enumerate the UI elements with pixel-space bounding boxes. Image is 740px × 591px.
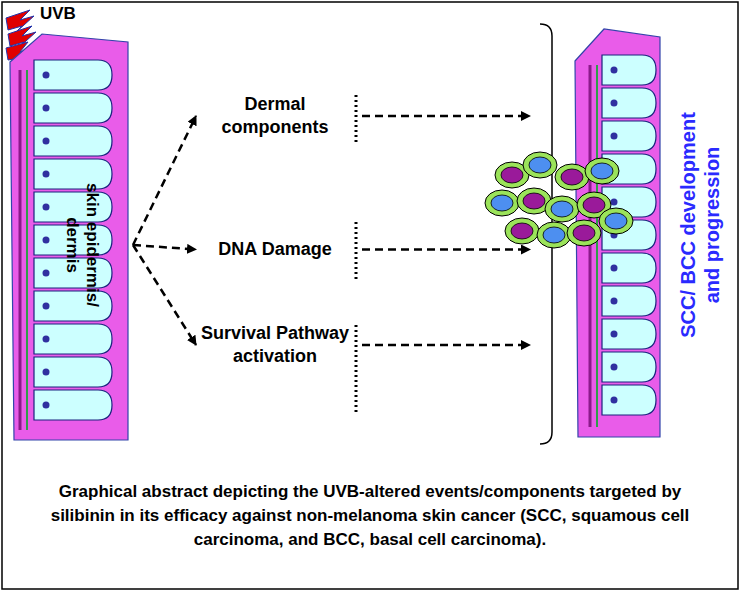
- skin-cell: [602, 385, 656, 415]
- skin-cell: [602, 253, 656, 283]
- tumor-cell: [585, 158, 619, 184]
- cell-nucleus: [43, 171, 50, 178]
- cell-nucleus: [611, 298, 618, 305]
- cell-nucleus: [43, 237, 50, 244]
- tumor-cell: [599, 208, 633, 234]
- dashed-arrow: [362, 115, 530, 118]
- cell-nucleus: [43, 303, 50, 310]
- stratum-line: [596, 65, 598, 427]
- tumor-cell: [567, 220, 601, 246]
- cell-nucleus: [611, 67, 618, 74]
- node-text: Survival Pathway activation: [200, 322, 350, 368]
- dashed-arrow: [362, 344, 530, 347]
- tumor-nucleus: [551, 201, 573, 217]
- skin-cell: [602, 319, 656, 349]
- skin-cell: [602, 121, 656, 151]
- cell-nucleus: [611, 100, 618, 107]
- cell-nucleus: [43, 72, 50, 79]
- basement-line: [589, 65, 592, 427]
- dotted-lines: [355, 95, 358, 412]
- tumor-nucleus: [491, 195, 513, 211]
- dotted-line: [355, 222, 358, 282]
- skin-cell: [34, 126, 112, 156]
- tumor-nucleus: [605, 213, 627, 229]
- uvb-label: UVB: [40, 4, 76, 24]
- dotted-line: [355, 95, 358, 142]
- dashed-arrow: [133, 245, 196, 345]
- tumor-nucleus: [511, 223, 533, 239]
- vertical-text: skin epidermis/ dermis: [62, 165, 102, 325]
- cell-nucleus: [43, 270, 50, 277]
- tumor-cell: [523, 152, 557, 178]
- cell-nucleus: [611, 364, 618, 371]
- dotted-line: [355, 325, 358, 412]
- cell-nucleus: [611, 265, 618, 272]
- node-text: Dermal components: [200, 93, 350, 139]
- cell-nucleus: [43, 204, 50, 211]
- cell-nucleus: [43, 369, 50, 376]
- skin-section: SCC/ BCC development and progression: [532, 25, 732, 440]
- tumor-cell: [545, 196, 579, 222]
- cell-nucleus: [43, 336, 50, 343]
- tumor-nucleus: [523, 193, 545, 209]
- tumor-nucleus: [501, 167, 523, 183]
- process-label: DNA Damage: [200, 238, 350, 261]
- skin-cell: [34, 60, 112, 90]
- tumor-nucleus: [583, 197, 605, 213]
- cell-nucleus: [43, 402, 50, 409]
- skin-cell: [602, 352, 656, 382]
- skin-cell: [34, 324, 112, 354]
- cell-nucleus: [43, 105, 50, 112]
- tumor-cell: [505, 218, 539, 244]
- skin-section: skin epidermis/ dermis: [10, 30, 130, 440]
- tumor-cell: [537, 222, 571, 248]
- skin-cell: [602, 286, 656, 316]
- dashed-arrow: [133, 245, 196, 250]
- process-label: Survival Pathway activation: [200, 322, 350, 368]
- tumor-nucleus: [529, 157, 551, 173]
- cell-nucleus: [611, 199, 618, 206]
- vertical-text: SCC/ BCC development and progression: [676, 95, 724, 355]
- skin-cell: [34, 390, 112, 420]
- skin-cell: [602, 55, 656, 85]
- cell-nucleus: [611, 133, 618, 140]
- stratum-line: [26, 70, 28, 430]
- skin-cell: [34, 357, 112, 387]
- tumor-nucleus: [591, 163, 613, 179]
- tumor-nucleus: [543, 227, 565, 243]
- skin-cell: [34, 93, 112, 123]
- tumor-cell: [555, 164, 589, 190]
- caption: Graphical abstract depicting the UVB-alt…: [50, 480, 690, 552]
- node-text: DNA Damage: [200, 238, 350, 261]
- dashed-arrow: [133, 116, 196, 245]
- skin-cell: [602, 88, 656, 118]
- skin-slab: [10, 34, 128, 440]
- cell-nucleus: [43, 138, 50, 145]
- basement-line: [19, 70, 22, 430]
- tumor-cell: [485, 190, 519, 216]
- tumor-nucleus: [573, 225, 595, 241]
- cell-nucleus: [611, 331, 618, 338]
- dashed-arrow: [362, 248, 530, 251]
- tumor-nucleus: [561, 169, 583, 185]
- cell-nucleus: [611, 397, 618, 404]
- process-label: Dermal components: [200, 93, 350, 139]
